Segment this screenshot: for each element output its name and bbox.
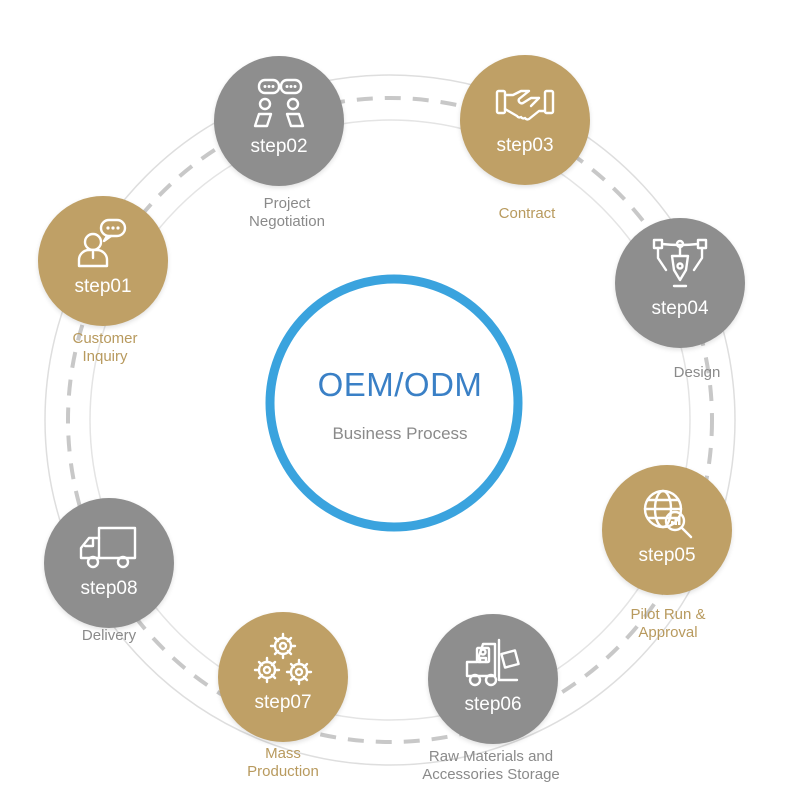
- step-05-caption-line-2: Approval: [638, 624, 698, 641]
- center-blue-ring: [265, 274, 523, 532]
- step-06-circle: step06: [428, 614, 558, 744]
- step-07-label: step07: [254, 692, 312, 713]
- step-07-caption-line-2: Production: [247, 763, 319, 780]
- step-05-caption: Pilot Run & Approval: [578, 606, 758, 642]
- globe-search-icon: [643, 489, 693, 539]
- step-02-caption-line-1: Project: [263, 195, 311, 212]
- step-06-caption-line-1: Raw Materials and: [428, 748, 554, 765]
- step-06-caption-line-2: Accessories Storage: [422, 766, 560, 783]
- step-07-caption-line-1: Mass: [265, 745, 301, 762]
- step-02-caption: Project Negotiation: [197, 195, 377, 231]
- step-03-caption: Contract: [437, 205, 617, 223]
- step-05-caption-line-1: Pilot Run &: [630, 606, 706, 623]
- step-02-caption-line-2: Negotiation: [249, 213, 325, 230]
- inner-thin-ring: [89, 119, 691, 721]
- step-04-caption: Design: [607, 364, 787, 382]
- gears-icon: [253, 632, 313, 686]
- step-06-caption: Raw Materials and Accessories Storage: [401, 748, 581, 784]
- step-04-circle: step04: [615, 218, 745, 348]
- outer-thin-ring: [44, 74, 736, 766]
- step-08-caption-line-1: Delivery: [81, 627, 137, 644]
- customer-service-icon: [77, 218, 127, 268]
- step-08-caption: Delivery: [19, 627, 199, 645]
- step-07-caption: Mass Production: [193, 745, 373, 781]
- step-04-label: step04: [651, 298, 709, 319]
- truck-icon: [79, 526, 137, 569]
- step-08-label: step08: [80, 578, 138, 599]
- step-02-circle: step02: [214, 56, 344, 186]
- negotiation-chat-icon: [253, 78, 305, 128]
- center-subtitle: Business Process: [332, 424, 468, 443]
- handshake-icon: [495, 89, 555, 121]
- step-05-label: step05: [638, 545, 696, 566]
- pen-tool-icon: [652, 238, 708, 288]
- step-03-circle: step03: [460, 55, 590, 185]
- dashed-ring: [66, 96, 714, 744]
- step-01-circle: step01: [38, 196, 168, 326]
- forklift-icon: [465, 638, 520, 687]
- center-title: OEM/ODM: [317, 366, 483, 403]
- step-03-label: step03: [496, 135, 554, 156]
- step-01-label: step01: [74, 276, 132, 297]
- step-07-circle: step07: [218, 612, 348, 742]
- step-01-caption-line-2: Inquiry: [82, 348, 128, 365]
- step-01-caption-line-1: Customer: [72, 330, 138, 347]
- step-05-circle: step05: [602, 465, 732, 595]
- step-02-label: step02: [250, 136, 308, 157]
- step-04-caption-line-1: Design: [673, 364, 721, 381]
- step-03-caption-line-1: Contract: [498, 205, 556, 222]
- step-08-circle: step08: [44, 498, 174, 628]
- step-06-label: step06: [464, 694, 522, 715]
- step-01-caption: Customer Inquiry: [15, 330, 195, 366]
